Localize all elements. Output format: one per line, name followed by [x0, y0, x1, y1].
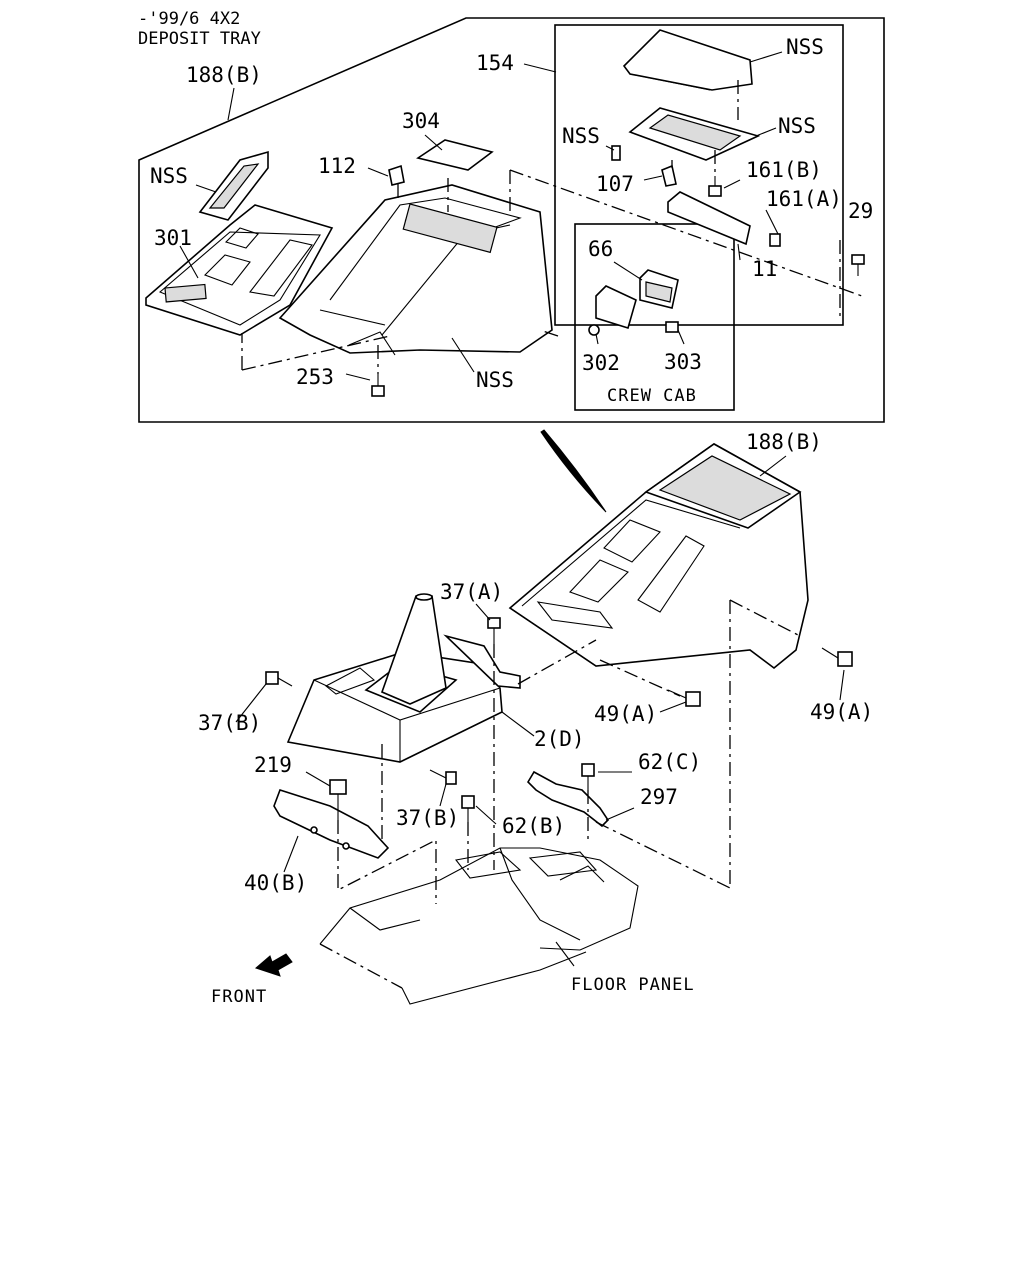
clip-107 [661, 164, 677, 187]
label-37b-low: 37(B) [396, 806, 459, 830]
label-nss-body: NSS [476, 368, 514, 392]
label-219: 219 [254, 753, 292, 777]
label-37b-left: 37(B) [198, 711, 261, 735]
insert-part [198, 150, 269, 221]
label-107: 107 [596, 172, 634, 196]
screw-37b-low [429, 769, 457, 785]
screw-49a-left [667, 689, 701, 707]
label-nss-tray: NSS [778, 114, 816, 138]
bracket-40b [273, 789, 390, 859]
label-nss-screw: NSS [562, 124, 600, 148]
label-188b-top: 188(B) [186, 63, 262, 87]
screw-29 [851, 254, 865, 276]
ashtray-66 [639, 269, 679, 309]
console-body-upper [278, 184, 553, 356]
label-302: 302 [582, 351, 620, 375]
bracket-297 [526, 770, 610, 828]
upper-detail-frame [138, 17, 885, 423]
label-floor-panel: FLOOR PANEL [571, 975, 695, 995]
label-161a: 161(A) [766, 187, 842, 211]
label-297: 297 [640, 785, 678, 809]
label-49a-left: 49(A) [594, 702, 657, 726]
screw-nss [611, 145, 621, 161]
screw-62b [461, 795, 475, 822]
armrest-lid [622, 29, 753, 91]
header-title: DEPOSIT TRAY [138, 29, 261, 49]
bracket-11 [667, 191, 751, 246]
screw-161a [769, 233, 781, 247]
label-29: 29 [848, 199, 873, 223]
cup-holder-302 [588, 285, 637, 336]
front-arrow-icon [255, 953, 293, 977]
callout-labels: 188(B) 154 NSS NSS NSS 107 161(B) 161(A)… [150, 35, 873, 1007]
label-crew-cab: CREW CAB [607, 386, 697, 406]
screw-37b-left [265, 671, 293, 687]
label-nss-insert: NSS [150, 164, 188, 188]
label-112: 112 [318, 154, 356, 178]
lower-dash-lines [337, 599, 801, 904]
detail-pointer [540, 429, 607, 513]
crew-cab-subframe [574, 223, 735, 411]
shift-console [286, 593, 521, 763]
armrest-subframe [554, 24, 844, 326]
label-49a-right: 49(A) [810, 700, 873, 724]
screw-219 [329, 779, 347, 820]
label-188b-main: 188(B) [746, 430, 822, 454]
tray-301 [145, 204, 334, 336]
label-66: 66 [588, 237, 613, 261]
label-301: 301 [154, 226, 192, 250]
screw-253 [371, 374, 385, 397]
label-62b: 62(B) [502, 814, 565, 838]
header-model-code: -'99/6 4X2 [138, 9, 240, 29]
screw-37a [487, 617, 501, 644]
label-304: 304 [402, 109, 440, 133]
console-body-main [508, 443, 809, 670]
upper-leaders [179, 51, 783, 381]
lid-304 [416, 139, 494, 171]
label-37a: 37(A) [440, 580, 503, 604]
screw-161b [708, 176, 722, 197]
label-154: 154 [476, 51, 514, 75]
label-11: 11 [752, 257, 777, 281]
screw-49a-right [821, 647, 853, 667]
label-303: 303 [664, 350, 702, 374]
label-nss-lid: NSS [786, 35, 824, 59]
label-62c: 62(C) [638, 750, 701, 774]
label-40b: 40(B) [244, 871, 307, 895]
label-253: 253 [296, 365, 334, 389]
upper-dash-lines [241, 80, 863, 374]
lower-leaders [235, 455, 845, 967]
label-2d: 2(D) [534, 727, 585, 751]
screw-303 [665, 321, 679, 333]
screw-62c [581, 763, 595, 790]
armrest-tray [628, 107, 761, 161]
label-front: FRONT [211, 987, 267, 1007]
label-161b: 161(B) [746, 158, 822, 182]
floor-panel [319, 847, 639, 1005]
clip-112 [388, 164, 405, 186]
